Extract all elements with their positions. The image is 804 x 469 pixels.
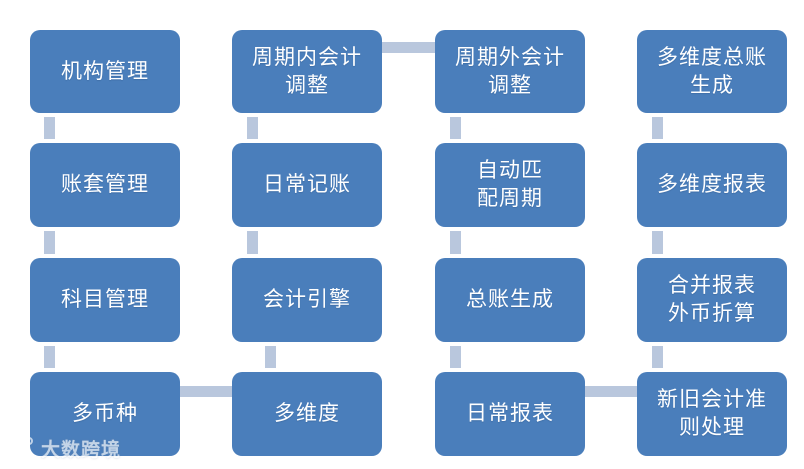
connector-n-r3c4-to-n-r4c4 (652, 346, 663, 368)
connector-n-r2c4-to-n-r3c4 (652, 231, 663, 254)
node-n-r1c4[interactable]: 多维度总账 生成 (637, 30, 787, 113)
connector-n-r1c2-to-n-r2c2 (247, 117, 258, 139)
node-n-r3c1[interactable]: 科目管理 (30, 258, 180, 342)
node-n-r3c3[interactable]: 总账生成 (435, 258, 585, 342)
connector-n-r4c1-to-n-r4c2 (180, 386, 233, 397)
node-n-r1c1[interactable]: 机构管理 (30, 30, 180, 113)
connector-n-r4c3-to-n-r4c4 (585, 386, 638, 397)
node-n-r4c3[interactable]: 日常报表 (435, 372, 585, 456)
connector-n-r1c3-to-n-r2c3 (450, 117, 461, 139)
node-n-r1c2[interactable]: 周期内会计 调整 (232, 30, 382, 113)
node-n-r3c4[interactable]: 合并报表 外币折算 (637, 258, 787, 342)
node-n-r2c3[interactable]: 自动匹 配周期 (435, 143, 585, 227)
connector-n-r1c1-to-n-r2c1 (44, 117, 55, 139)
node-n-r4c4[interactable]: 新旧会计准 则处理 (637, 372, 787, 456)
connector-n-r2c2-to-n-r3c2 (247, 231, 258, 254)
camera-lens-ring (10, 440, 26, 456)
camera-lens-center (15, 445, 22, 452)
node-n-r1c3[interactable]: 周期外会计 调整 (435, 30, 585, 113)
node-n-r4c2[interactable]: 多维度 (232, 372, 382, 456)
connector-n-r1c4-to-n-r2c4 (652, 117, 663, 139)
connector-n-r3c2-to-n-r4c2 (265, 346, 276, 368)
node-n-r2c2[interactable]: 日常记账 (232, 143, 382, 227)
connector-n-r2c3-to-n-r3c3 (450, 231, 461, 254)
connector-n-r2c1-to-n-r3c1 (44, 231, 55, 254)
node-n-r3c2[interactable]: 会计引擎 (232, 258, 382, 342)
node-n-r2c4[interactable]: 多维度报表 (637, 143, 787, 227)
connector-n-r1c2-to-n-r1c3 (382, 42, 436, 53)
node-n-r2c1[interactable]: 账套管理 (30, 143, 180, 227)
connector-n-r3c3-to-n-r4c3 (450, 346, 461, 368)
connector-n-r3c1-to-n-r4c1 (44, 346, 55, 368)
node-n-r4c1[interactable]: 多币种 (30, 372, 180, 456)
